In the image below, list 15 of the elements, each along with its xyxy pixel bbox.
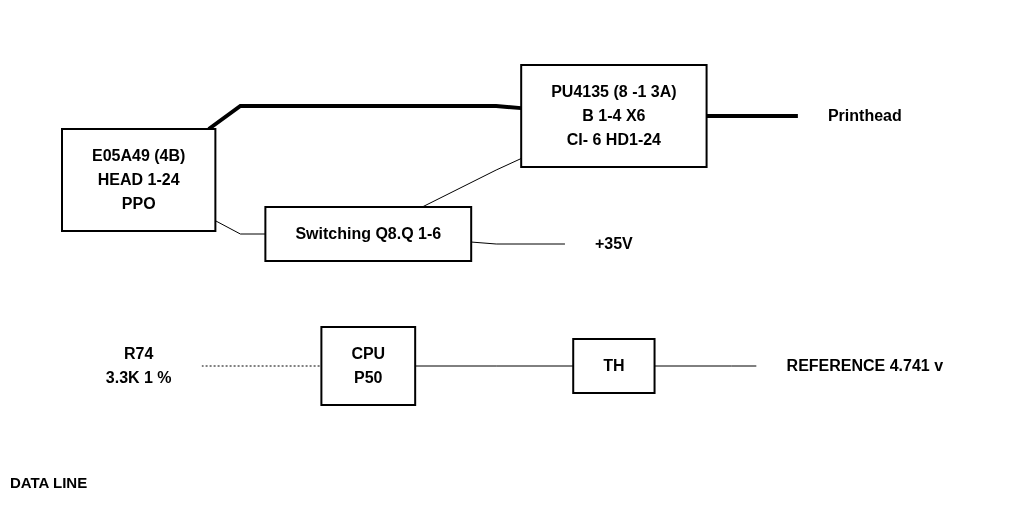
signal-label: DATA LINE — [10, 474, 88, 491]
node-text: Printhead — [827, 107, 902, 124]
node-text: R74 3.3K 1 % — [105, 345, 172, 386]
connector — [207, 104, 522, 131]
node-box: TH — [572, 338, 656, 394]
connector — [201, 365, 322, 367]
node-box: Switching Q8.Q 1-6 — [264, 206, 473, 262]
node-box: E05A49 (4B) HEAD 1-24 PPO — [60, 128, 217, 232]
node-box: PU4135 (8 -1 3A) B 1-4 X6 CI- 6 HD1-24 — [520, 64, 708, 168]
node-box: CPU P50 — [320, 326, 417, 406]
connector — [421, 158, 522, 208]
connector — [654, 365, 758, 367]
node-text: REFERENCE 4.741 v — [786, 357, 944, 374]
connector — [706, 114, 798, 118]
node-text: +35V — [594, 235, 633, 252]
